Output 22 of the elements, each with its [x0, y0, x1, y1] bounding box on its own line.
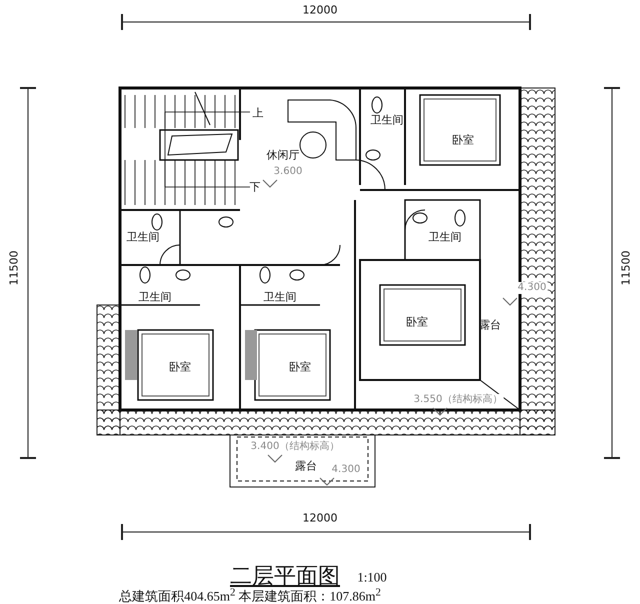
- room-label: 卧室: [289, 362, 311, 372]
- stair-direction-label: 上: [252, 108, 264, 118]
- dimension-text: 11500: [8, 250, 20, 286]
- room-label: 卫生间: [138, 292, 172, 302]
- room-label: 卫生间: [370, 114, 404, 126]
- scale-label: 1:100: [357, 570, 387, 584]
- room-label: 卧室: [406, 316, 428, 328]
- drawing-title: 二层平面图: [230, 566, 340, 588]
- dimension-text: 12000: [302, 512, 338, 524]
- dimension-text: 11500: [620, 250, 632, 286]
- elevation-label: 3.550（结构标高）: [412, 394, 504, 406]
- area-caption: 总建筑面积404.65m$^{2}$ 本层建筑面积：107.86m$^{2}$: [119, 587, 381, 603]
- elevation-label: 4.300: [516, 282, 548, 294]
- stair-direction-label: 下: [250, 182, 260, 192]
- room-label: 卧室: [452, 134, 474, 146]
- room-label: 卫生间: [126, 232, 160, 242]
- room-label: 卫生间: [428, 232, 462, 242]
- room-label: 卫生间: [264, 292, 296, 302]
- room-label: 休闲厅: [266, 150, 300, 160]
- room-label: 卧室: [169, 362, 191, 372]
- dimension-text: 12000: [302, 4, 338, 16]
- room-label: 露台: [295, 460, 317, 472]
